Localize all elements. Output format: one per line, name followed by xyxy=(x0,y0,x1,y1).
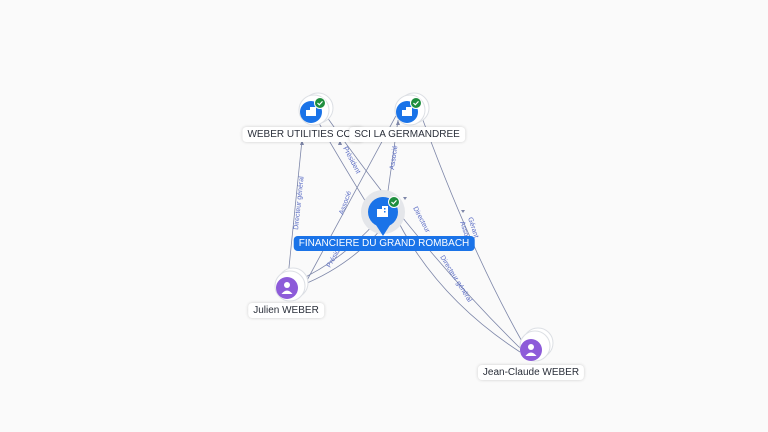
node-sci-germandree[interactable] xyxy=(394,92,430,126)
edge-arrow xyxy=(300,140,304,145)
node-label-julien-weber[interactable]: Julien WEBER xyxy=(248,303,324,318)
edge-arrow xyxy=(403,197,407,200)
node-financiere[interactable] xyxy=(361,190,405,236)
node-weber-utilities[interactable] xyxy=(298,92,334,126)
node-label-jean-claude-weber[interactable]: Jean-Claude WEBER xyxy=(477,365,585,380)
node-jean-claude-weber[interactable] xyxy=(519,327,554,362)
edge-jeanclaude-weber-utilities xyxy=(321,109,521,349)
edge-label-associe-sci: Associé xyxy=(389,145,399,170)
verified-badge-icon xyxy=(314,97,326,109)
verified-badge-icon xyxy=(388,196,400,208)
edge-label-associe-julien: Associé xyxy=(338,190,353,216)
node-label-weber-utilities[interactable]: WEBER UTILITIES CON xyxy=(242,127,364,142)
edge-arrow xyxy=(461,210,465,213)
building-icon xyxy=(377,206,388,217)
person-icon xyxy=(525,344,537,356)
edge-julien-weber-utilities xyxy=(286,139,303,288)
building-icon xyxy=(402,107,412,116)
edge-arrow xyxy=(338,140,342,145)
edge-label-directeur-general-julien: Directeur général xyxy=(293,176,306,231)
edge-label-directeur-general-jeanclaude: Directeur général xyxy=(438,254,473,304)
node-label-sci-germandree[interactable]: SCI LA GERMANDREE xyxy=(349,127,465,142)
person-icon xyxy=(281,282,293,294)
node-label-financiere[interactable]: FINANCIERE DU GRAND ROMBACH xyxy=(293,236,475,251)
building-icon xyxy=(306,107,316,116)
node-julien-weber[interactable] xyxy=(274,267,309,302)
verified-badge-icon xyxy=(410,97,422,109)
edge-label-directeur-jeanclaude: Directeur xyxy=(411,206,431,235)
edge-julien-financiere-2 xyxy=(299,227,383,287)
edge-arrow xyxy=(396,120,400,125)
